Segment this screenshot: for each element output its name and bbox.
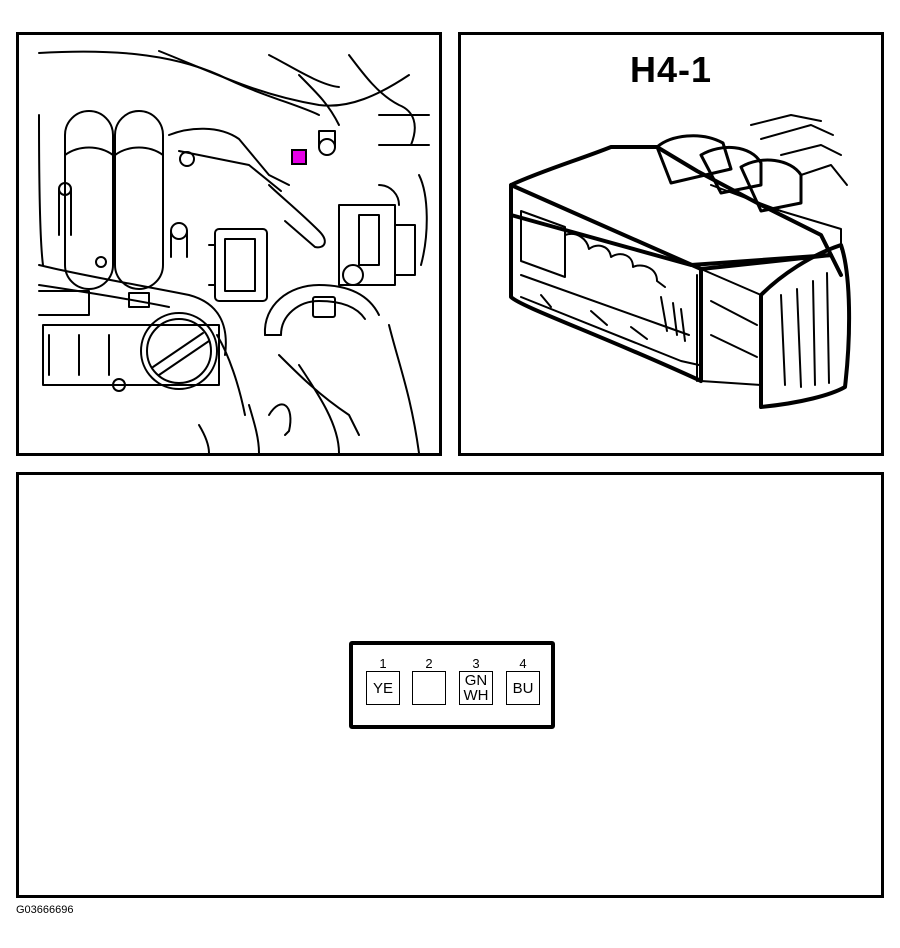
connector-view-panel: H4-1 bbox=[458, 32, 884, 456]
location-view-panel bbox=[16, 32, 442, 456]
connector-title: H4-1 bbox=[629, 49, 713, 90]
pin-cavity: BU bbox=[506, 671, 540, 705]
pin-number: 1 bbox=[379, 656, 387, 671]
wire-color-label: WH bbox=[463, 687, 489, 704]
engine-bay-illustration bbox=[38, 50, 430, 453]
pin-1: 1 YE bbox=[365, 657, 401, 705]
wire-color-label: BU bbox=[512, 679, 534, 697]
pin-number: 2 bbox=[425, 656, 433, 671]
pin-number: 4 bbox=[519, 656, 527, 671]
pin-2: 2 bbox=[411, 657, 447, 705]
pin-cavity: YE bbox=[366, 671, 400, 705]
connector-illustration bbox=[509, 114, 852, 409]
pinout-panel: 1 YE 2 3 GN WH 4 BU bbox=[16, 472, 884, 898]
pin-number: 3 bbox=[472, 656, 480, 671]
connector-pinout: 1 YE 2 3 GN WH 4 BU bbox=[349, 641, 555, 729]
component-location-marker bbox=[291, 149, 307, 165]
pin-cavity: GN WH bbox=[459, 671, 493, 705]
pin-cavity-empty bbox=[412, 671, 446, 705]
wire-color-label: YE bbox=[372, 679, 393, 697]
pin-3: 3 GN WH bbox=[458, 657, 494, 705]
pin-4: 4 BU bbox=[505, 657, 541, 705]
figure-id: G03666696 bbox=[16, 904, 74, 916]
wire-color-label: GN bbox=[464, 672, 488, 689]
